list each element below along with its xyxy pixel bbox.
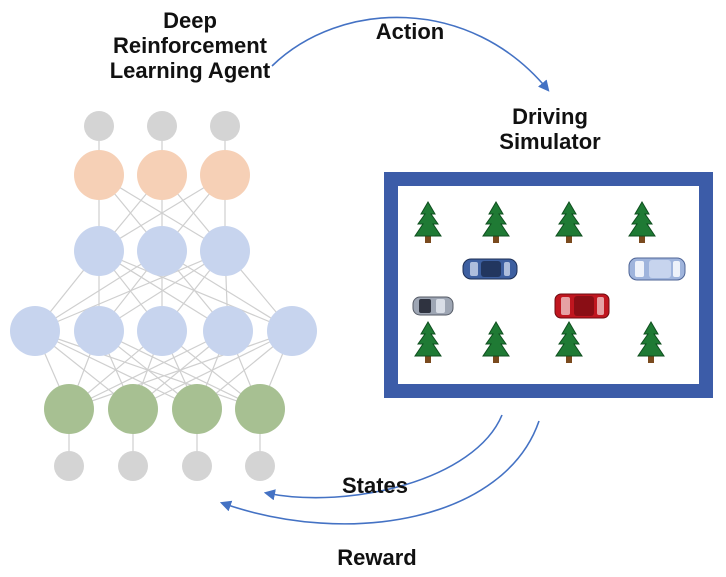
agent-title-line: Learning Agent bbox=[109, 58, 271, 83]
network-node-input bbox=[54, 451, 84, 481]
network-node-hidden-1 bbox=[74, 306, 124, 356]
network-node-hidden-2 bbox=[74, 226, 124, 276]
action-label: Action bbox=[375, 19, 445, 44]
network-node-hidden-3 bbox=[200, 150, 250, 200]
network-edge bbox=[132, 330, 293, 410]
network-node-input bbox=[182, 451, 212, 481]
network-node-hidden-1 bbox=[267, 306, 317, 356]
agent-title-line: Deep bbox=[163, 8, 217, 33]
network-node-output bbox=[147, 111, 177, 141]
light-car bbox=[628, 257, 686, 281]
network-edge bbox=[34, 250, 163, 332]
network-node-output bbox=[210, 111, 240, 141]
network-node-hidden-1 bbox=[203, 306, 253, 356]
network-edge bbox=[68, 330, 293, 410]
network-edge bbox=[68, 330, 229, 410]
network-node-hidden-1 bbox=[137, 306, 187, 356]
network-node-hidden-3 bbox=[137, 150, 187, 200]
network-node-hidden-0 bbox=[235, 384, 285, 434]
network-node-hidden-1 bbox=[10, 306, 60, 356]
network-node-output bbox=[84, 111, 114, 141]
network-node-hidden-2 bbox=[137, 226, 187, 276]
neural-network bbox=[10, 111, 317, 481]
agent-title-line: Reinforcement bbox=[112, 33, 268, 58]
simulator-title-line: Simulator bbox=[499, 129, 601, 154]
network-node-input bbox=[245, 451, 275, 481]
simulator-frame bbox=[384, 172, 713, 398]
network-node-hidden-2 bbox=[200, 226, 250, 276]
agent-title: Deep Reinforcement Learning Agent bbox=[100, 8, 280, 83]
network-edge bbox=[34, 250, 226, 332]
red-car bbox=[554, 293, 610, 319]
network-node-hidden-0 bbox=[108, 384, 158, 434]
action-arrow bbox=[271, 16, 550, 92]
network-node-hidden-0 bbox=[44, 384, 94, 434]
states-arrow bbox=[263, 414, 503, 501]
blue-car bbox=[462, 258, 518, 280]
reward-label: Reward bbox=[337, 545, 417, 570]
network-node-hidden-0 bbox=[172, 384, 222, 434]
network-node-hidden-3 bbox=[74, 150, 124, 200]
reward-arrow bbox=[219, 420, 540, 525]
grey-car bbox=[412, 296, 454, 316]
network-edge bbox=[98, 250, 229, 332]
network-node-input bbox=[118, 451, 148, 481]
states-label: States bbox=[341, 473, 409, 498]
simulator-title: Driving Simulator bbox=[480, 104, 620, 154]
simulator-title-line: Driving bbox=[512, 104, 588, 129]
